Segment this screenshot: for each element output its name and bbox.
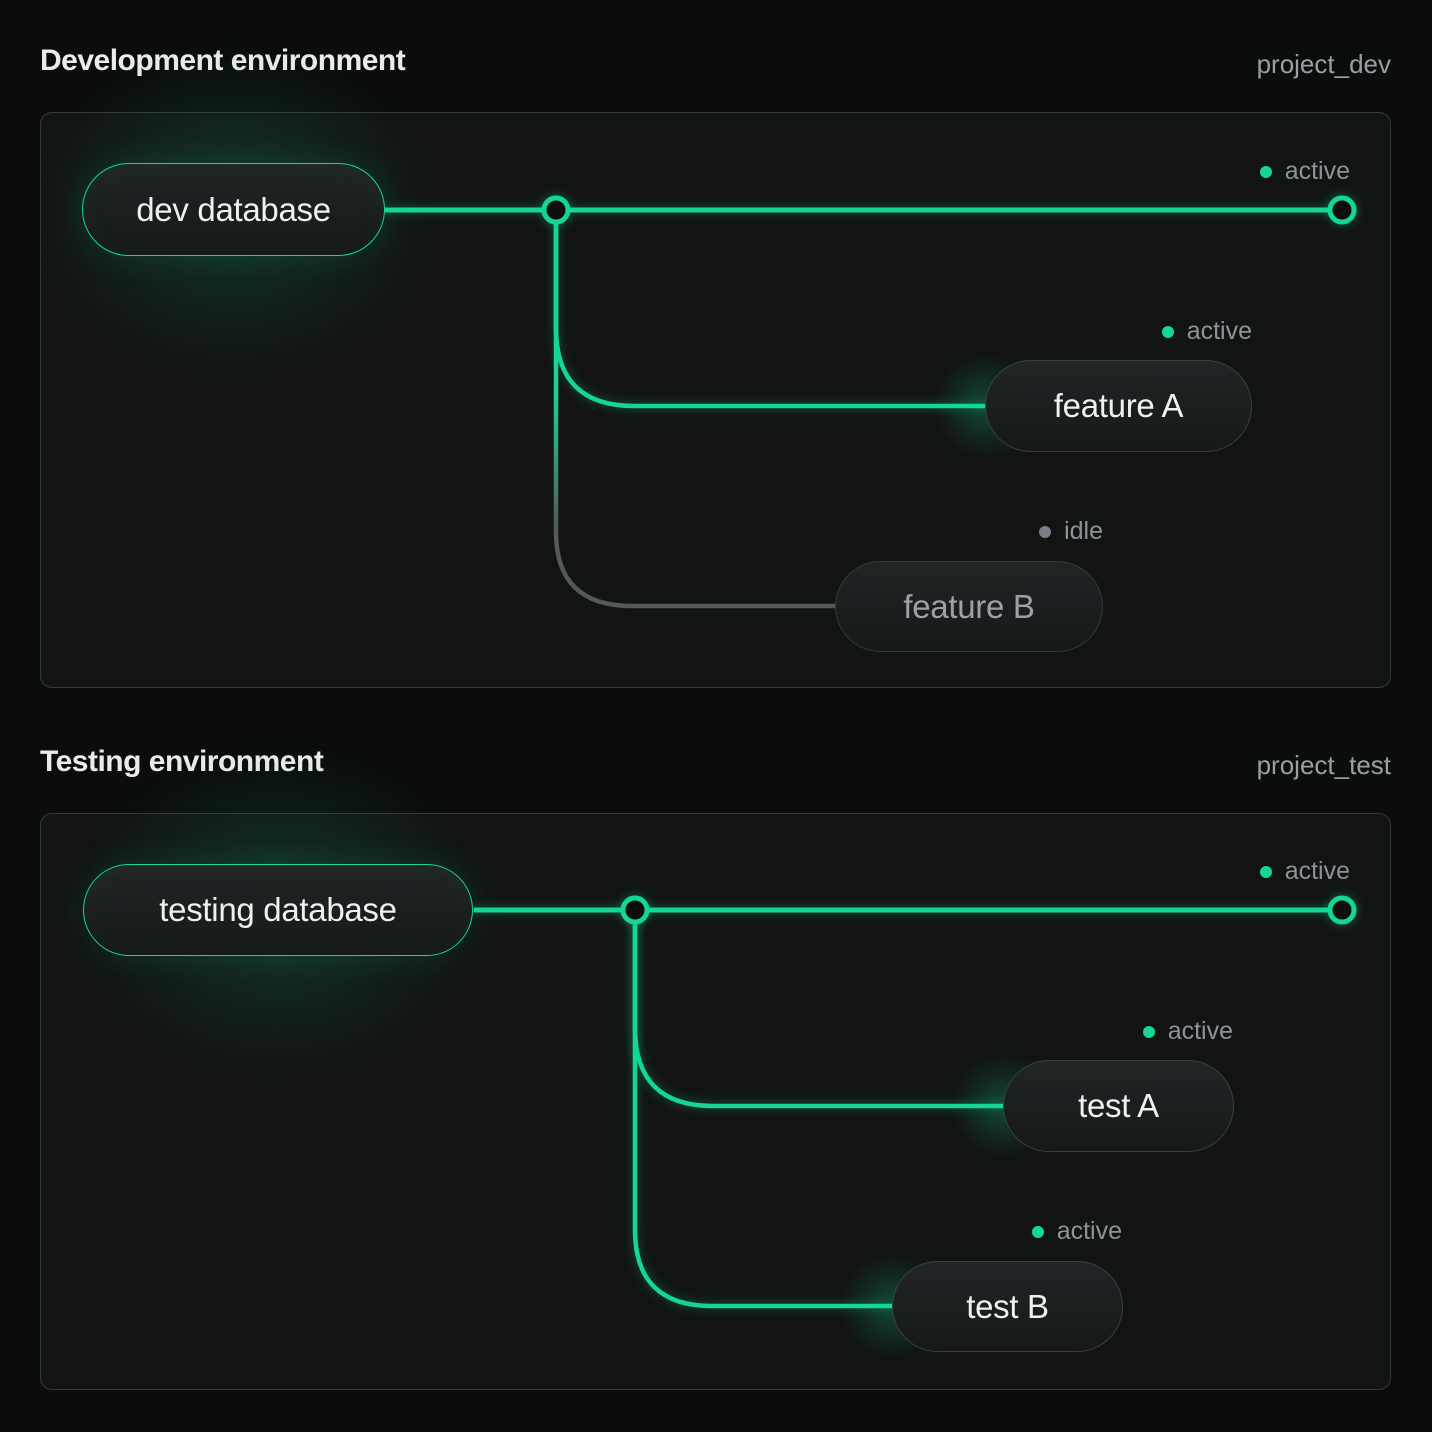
status-label: idle	[1064, 517, 1103, 545]
branch-label-feature-a: feature A	[1053, 387, 1184, 424]
section-title-testing: Testing environment	[40, 745, 324, 778]
status-dot-icon	[1031, 1225, 1044, 1238]
branch-pill-test-a[interactable]: test A	[1003, 1060, 1234, 1152]
status-dot-icon	[1259, 165, 1272, 178]
status-label: active	[1167, 1017, 1233, 1045]
status-dot-icon	[1259, 865, 1272, 878]
status-label: active	[1056, 1217, 1122, 1245]
root-branch-label-dev: dev database	[136, 190, 331, 228]
status-badge-test-main: active	[1259, 857, 1350, 886]
branch-label-feature-b: feature B	[903, 587, 1035, 625]
root-branch-pill-dev-database[interactable]: dev database	[82, 163, 385, 256]
project-label-dev: project_dev	[1256, 49, 1391, 79]
status-badge-feature-b: idle	[1039, 517, 1103, 546]
root-branch-pill-testing-database[interactable]: testing database	[83, 864, 473, 956]
status-label: active	[1186, 317, 1252, 345]
status-badge-dev-main: active	[1259, 157, 1350, 186]
status-badge-feature-a: active	[1161, 317, 1252, 346]
status-badge-test-a: active	[1142, 1017, 1233, 1046]
branch-label-test-b: test B	[966, 1287, 1049, 1325]
status-label: active	[1284, 857, 1350, 885]
status-label: active	[1284, 157, 1350, 185]
project-label-test: project_test	[1256, 750, 1391, 780]
section-title-development: Development environment	[40, 44, 406, 77]
status-dot-icon	[1142, 1025, 1155, 1038]
root-branch-label-test: testing database	[159, 891, 397, 928]
status-badge-test-b: active	[1031, 1217, 1122, 1246]
branch-pill-feature-b[interactable]: feature B	[835, 561, 1103, 652]
branch-pill-feature-a[interactable]: feature A	[985, 360, 1252, 452]
branch-label-test-a: test A	[1078, 1087, 1159, 1124]
branch-pill-test-b[interactable]: test B	[892, 1261, 1123, 1352]
status-dot-icon	[1161, 325, 1174, 338]
status-dot-icon	[1039, 525, 1052, 538]
